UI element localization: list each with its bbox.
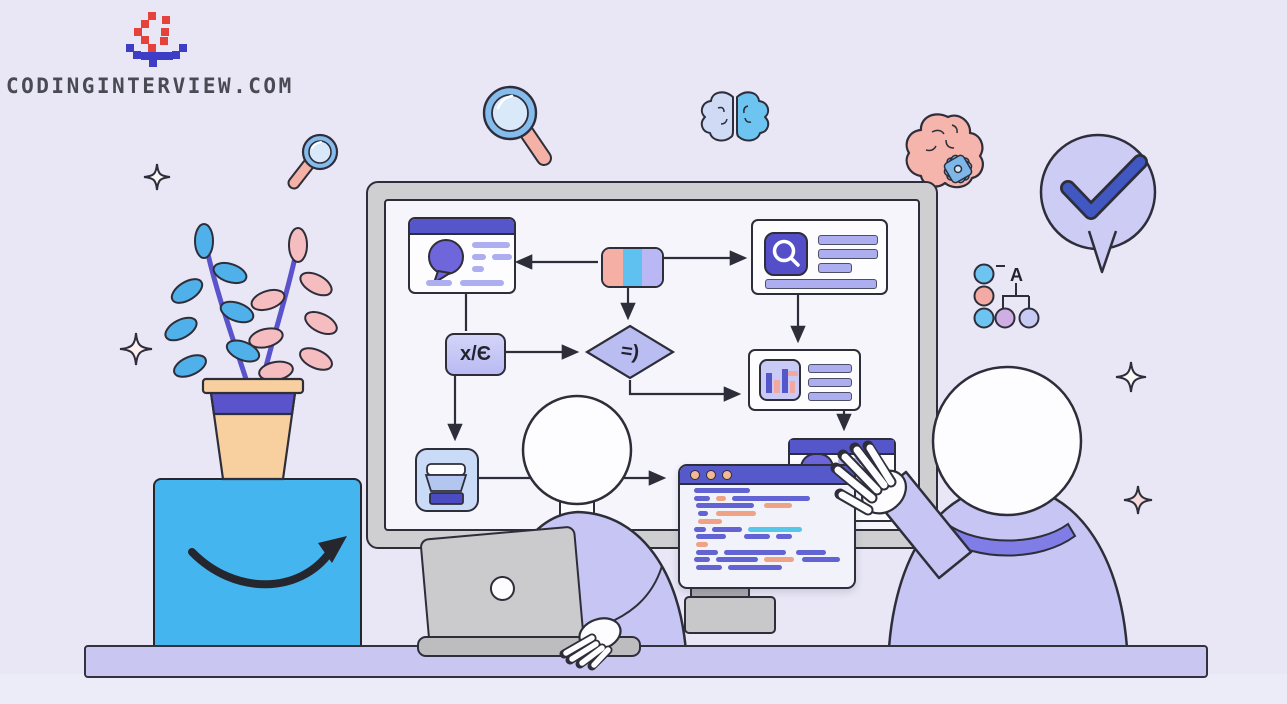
code-line <box>680 549 854 555</box>
eraser-icon <box>601 247 664 288</box>
decision-diamond <box>584 324 676 380</box>
editor-titlebar <box>680 466 854 485</box>
code-lines <box>680 483 854 587</box>
site-name: CODINGINTERVIEW.COM <box>6 74 294 98</box>
window-dot-icon <box>722 469 732 480</box>
xe-node: x/Є <box>445 333 506 376</box>
plant-pot <box>201 377 305 481</box>
editor-window-dots <box>690 469 732 480</box>
collar <box>938 522 1077 557</box>
brain-icon <box>700 91 770 142</box>
brain-gear-icon <box>905 113 984 189</box>
head <box>521 394 633 506</box>
printer-icon <box>415 448 479 512</box>
magnifier-large-icon <box>482 85 552 166</box>
search-icon <box>764 232 808 276</box>
code-line <box>680 511 854 517</box>
code-line <box>680 534 854 540</box>
code-line <box>680 495 854 501</box>
flowchart-card-chart <box>748 349 861 411</box>
code-line <box>680 526 854 532</box>
code-line <box>680 503 854 509</box>
card-header <box>410 219 514 235</box>
bar-chart-icon <box>759 359 801 401</box>
code-line <box>680 518 854 524</box>
window-dot-icon <box>690 469 700 480</box>
code-editor-window <box>678 464 856 589</box>
code-line <box>680 557 854 563</box>
monitor-stand-base <box>684 596 776 634</box>
window-dot-icon <box>706 469 716 480</box>
floor <box>0 674 1287 704</box>
code-line <box>680 488 854 493</box>
plant-leaves-pink <box>248 227 338 382</box>
head <box>931 365 1083 517</box>
code-line <box>680 565 854 570</box>
code-line <box>680 541 854 547</box>
speech-bubble-icon <box>428 239 464 284</box>
check-bubble-icon <box>1039 133 1157 274</box>
flowchart-card-profile <box>408 217 516 294</box>
sort-tree-icon: A <box>973 263 1040 329</box>
magnifier-small-icon <box>287 133 339 190</box>
desk <box>84 645 1208 678</box>
sort-letter: A <box>1010 265 1023 285</box>
sparkle-icon <box>119 163 1153 515</box>
pointing-hand <box>830 440 908 516</box>
xe-label: x/Є <box>460 343 491 365</box>
flowchart-card-search <box>751 219 888 295</box>
plant-leaves-blue <box>164 223 261 378</box>
